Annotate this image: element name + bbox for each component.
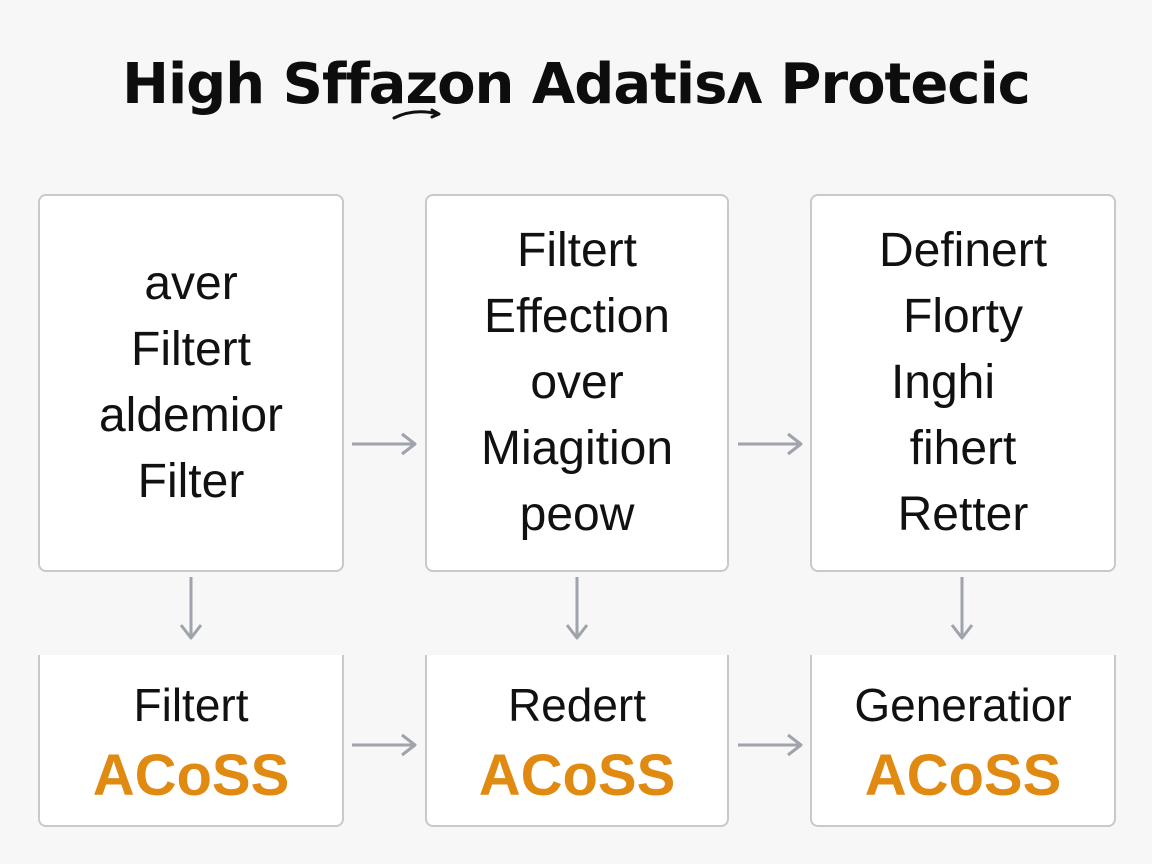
top-box-2-line: over [530, 356, 624, 409]
arrow-right-icon [738, 432, 803, 456]
top-box-1-line: Filtert [131, 323, 251, 376]
top-box-3-line: fihert [909, 422, 1017, 475]
top-box-2-line: Miagition [480, 422, 674, 475]
top-box-2-line: Filtert [517, 224, 637, 277]
logo-swoosh-icon [392, 108, 441, 120]
bottom-box-3-label: Generatior [854, 679, 1072, 731]
top-box-3-line: Retter [897, 488, 1029, 541]
bottom-box-3-metric: ACoSS [864, 743, 1062, 808]
top-box-1-line: aldemior [98, 389, 284, 442]
top-box-3: Definert Florty Inghi fihert Retter [810, 194, 1116, 572]
arrow-down-icon [950, 577, 974, 640]
top-box-3-line: Inghi [890, 356, 996, 409]
top-box-1: aver Filtert aldemior Filter [38, 194, 344, 572]
arrow-right-icon [352, 733, 417, 757]
arrow-right-icon [738, 733, 803, 757]
top-box-3-line: Definert [878, 224, 1048, 277]
top-box-1-line: Filter [137, 455, 245, 508]
top-box-2: Filtert Effection over Miagition peow [425, 194, 729, 572]
bottom-box-1-metric: ACoSS [92, 743, 290, 808]
bottom-box-1-label: Filtert [133, 679, 249, 731]
arrow-down-icon [179, 577, 203, 640]
top-box-3-line: Florty [903, 290, 1023, 343]
arrow-right-icon [352, 432, 417, 456]
bottom-box-3: Generatior ACoSS [810, 655, 1116, 827]
top-box-2-line: peow [519, 488, 635, 541]
arrow-down-icon [565, 577, 589, 640]
bottom-box-2-metric: ACoSS [478, 743, 676, 808]
diagram-title: High Sffazon Adatisʌ Protecic [122, 52, 1031, 117]
bottom-box-2-label: Redert [507, 679, 647, 731]
bottom-box-1: Filtert ACoSS [38, 655, 344, 827]
top-box-1-line: aver [144, 257, 238, 310]
top-box-2-line: Effection [484, 290, 670, 343]
bottom-box-2: Redert ACoSS [425, 655, 729, 827]
